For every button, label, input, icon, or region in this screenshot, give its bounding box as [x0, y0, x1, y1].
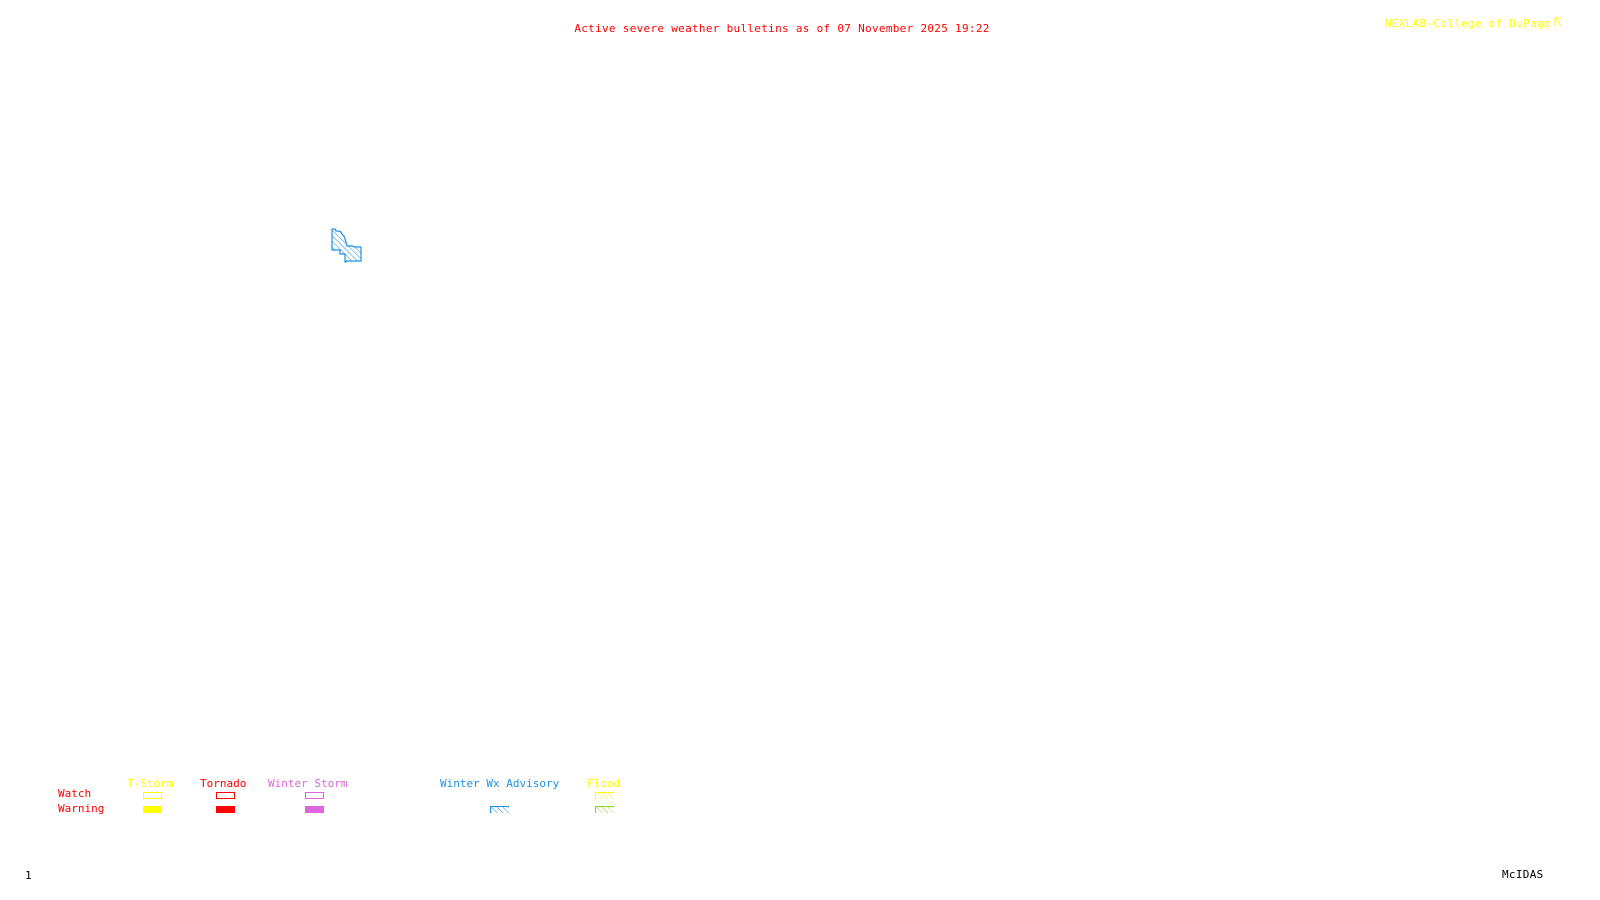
- legend-swatch-winter-wx-advisory: [490, 806, 509, 813]
- legend-swatch-flood-warning: [595, 806, 614, 813]
- legend-swatch-winter-storm-warning: [305, 806, 324, 813]
- winter-wx-advisory-area[interactable]: [331, 228, 362, 263]
- legend-swatch-tstorm-watch: [143, 792, 162, 799]
- legend-swatch-flood-watch: [595, 792, 614, 799]
- frame-number: 1: [25, 869, 32, 882]
- legend-swatch-winter-storm-watch: [305, 792, 324, 799]
- credit-text: NEXLAB-College of DuPage: [1384, 17, 1551, 30]
- legend-swatch-tornado-watch: [216, 792, 235, 799]
- map-title: Active severe weather bulletins as of 07…: [574, 22, 990, 35]
- software-label: McIDAS: [1502, 868, 1544, 881]
- legend-label-tstorm: T-Storm: [127, 777, 174, 790]
- legend-swatch-tstorm-warning: [143, 806, 162, 813]
- legend-label-tornado: Tornado: [200, 777, 247, 790]
- credit-label: NEXLAB-College of DuPage: [1371, 5, 1562, 30]
- arrow-cursor-icon: [1554, 17, 1562, 30]
- legend-row-warning: Warning: [58, 802, 105, 815]
- legend-label-flood: Flood: [587, 777, 621, 790]
- legend-label-winter-storm: Winter Storm: [268, 777, 348, 790]
- legend-row-watch: Watch: [58, 787, 92, 800]
- legend-label-winter-wx-advisory: Winter Wx Advisory: [440, 777, 560, 790]
- legend-swatch-tornado-warning: [216, 806, 235, 813]
